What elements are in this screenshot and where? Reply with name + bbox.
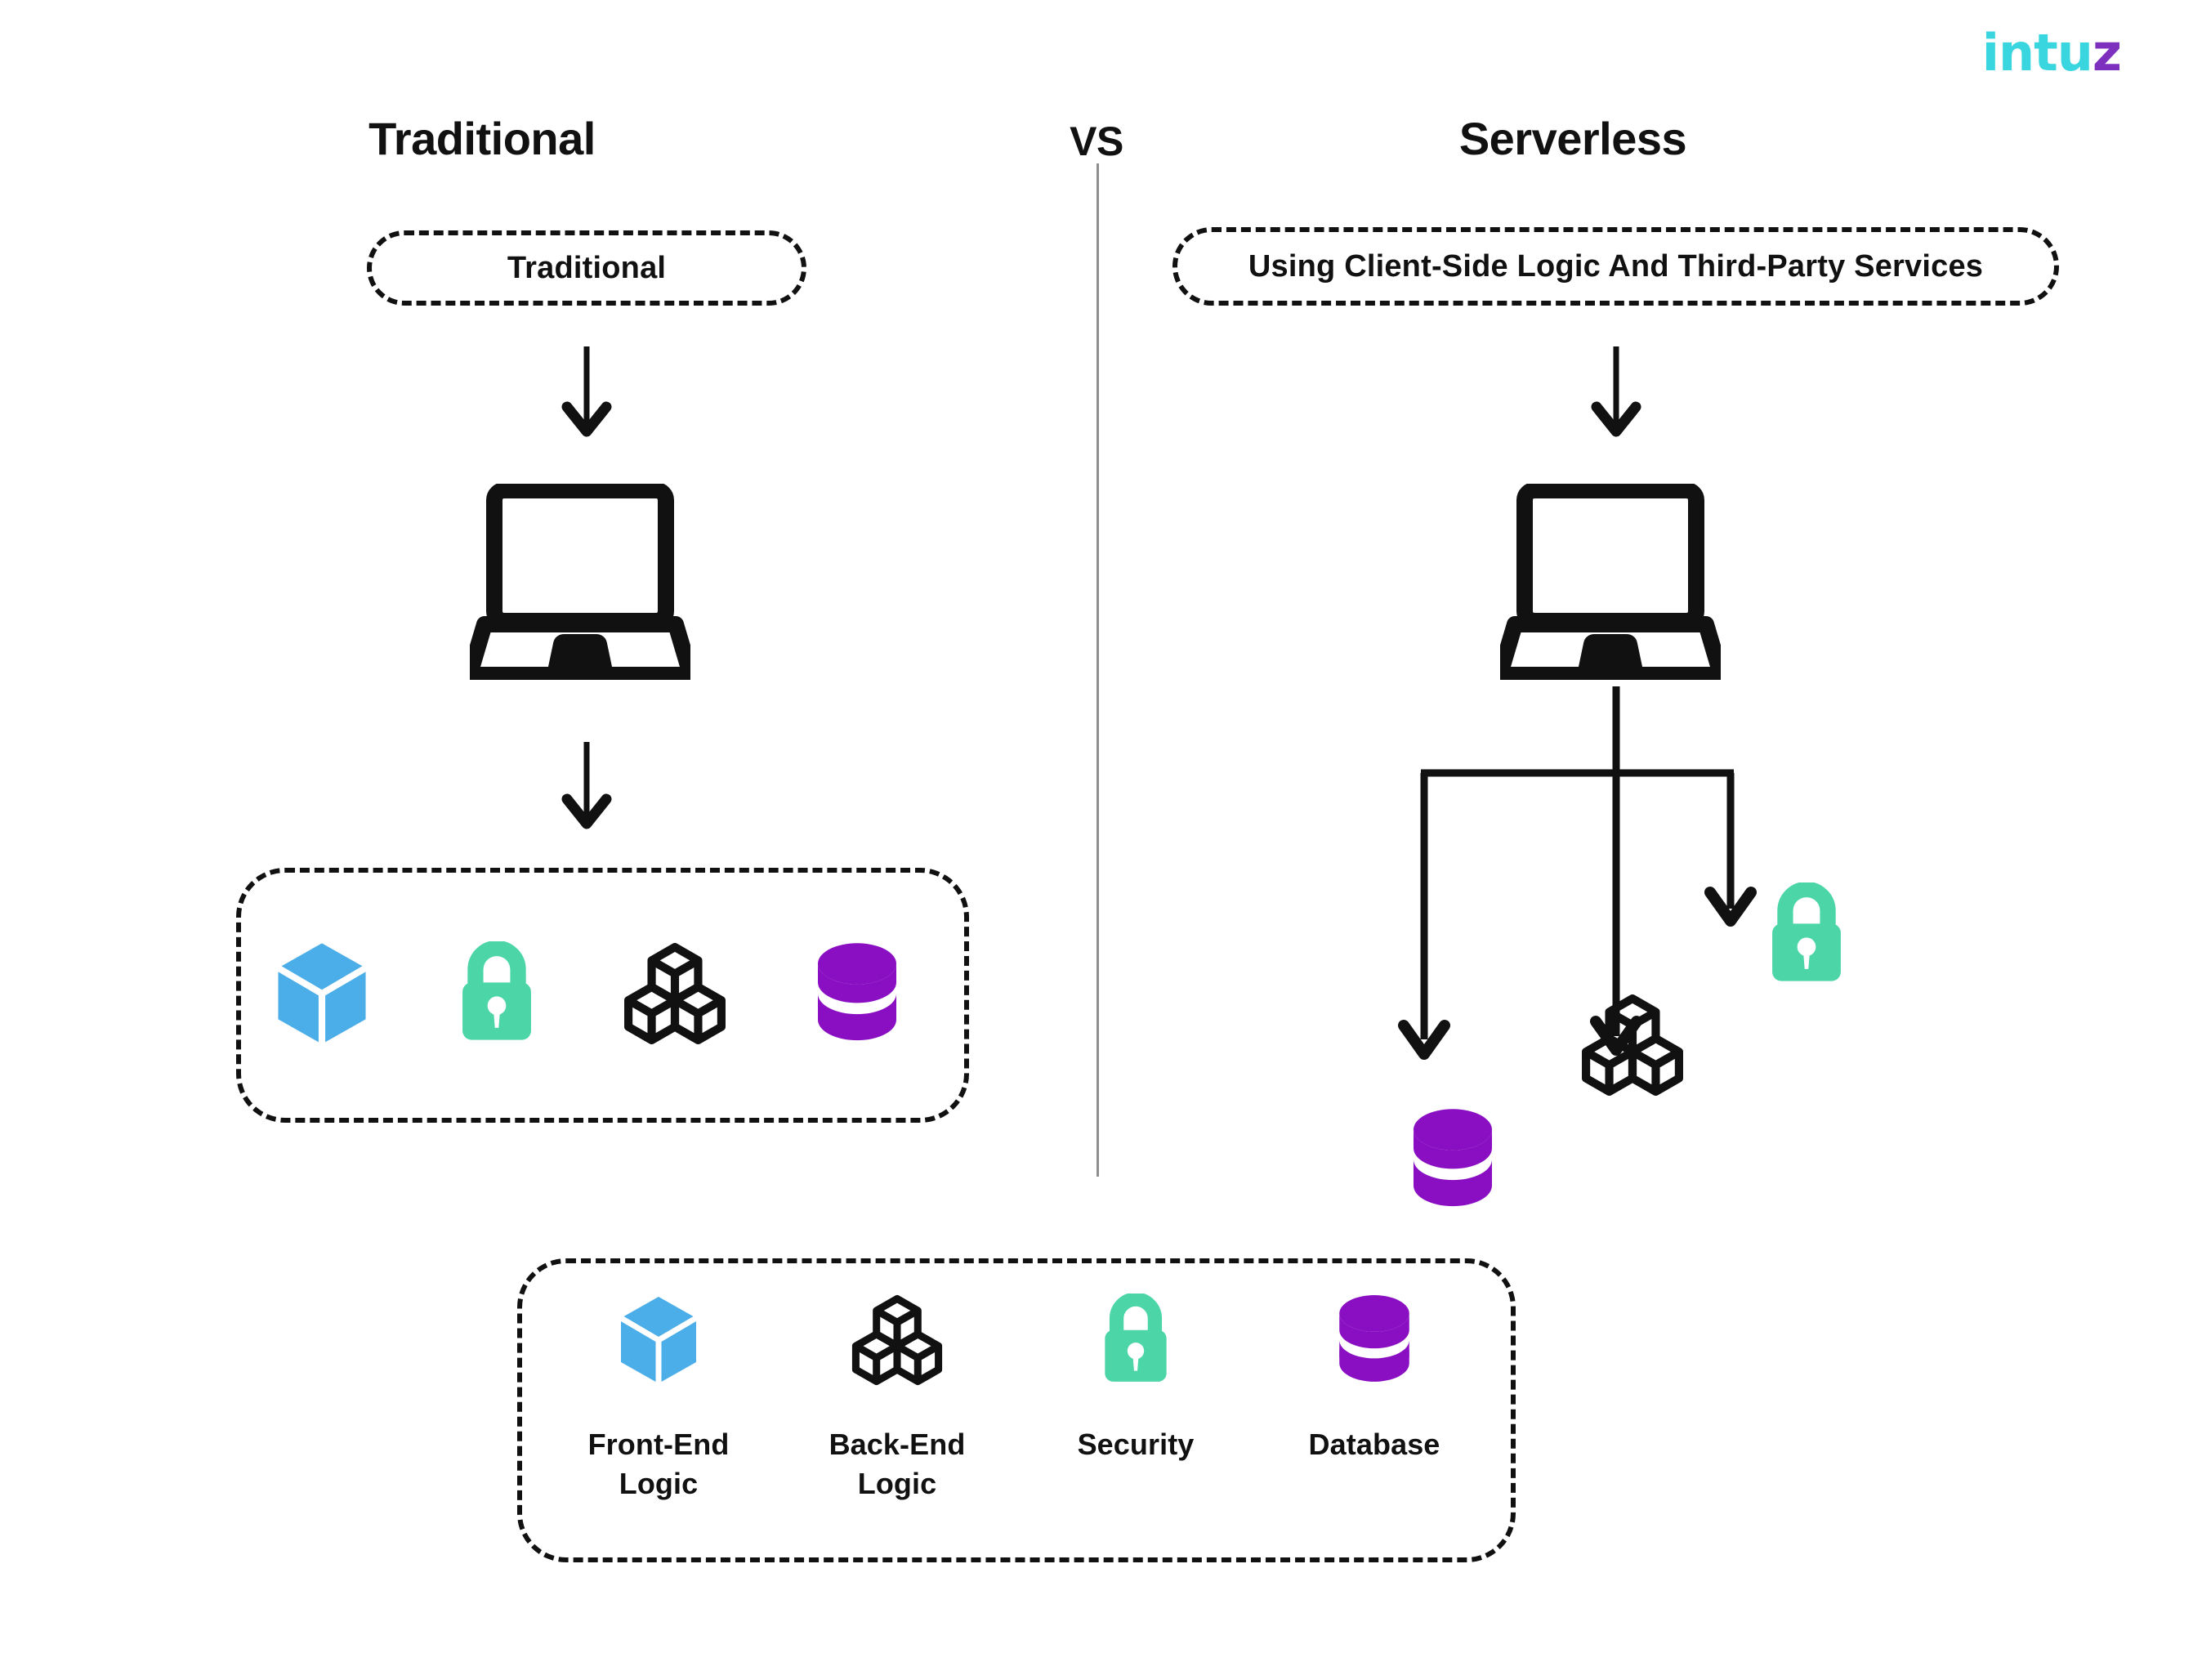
legend-label-database: Database bbox=[1308, 1428, 1440, 1461]
cube-icon bbox=[275, 943, 369, 1046]
traditional-stack-icons bbox=[274, 941, 927, 1046]
heading-serverless: Serverless bbox=[1458, 113, 1687, 164]
laptop-icon-traditional bbox=[462, 482, 698, 684]
boxes-icon bbox=[624, 943, 726, 1044]
pill-traditional-label: Traditional bbox=[507, 250, 667, 285]
pill-traditional: Traditional bbox=[367, 230, 806, 306]
legend-icon-security bbox=[1098, 1291, 1173, 1389]
laptop-icon-serverless bbox=[1493, 482, 1728, 684]
logo-text-tail: z bbox=[2092, 23, 2122, 83]
boxes-icon bbox=[851, 1294, 943, 1386]
arrowhead-database bbox=[1398, 1020, 1450, 1060]
intuz-logo: intuz bbox=[1982, 28, 2122, 78]
legend-label-front-end-logic: Front-End Logic bbox=[587, 1428, 730, 1500]
arrowhead-lock bbox=[1704, 887, 1757, 927]
heading-traditional: Traditional bbox=[368, 113, 596, 164]
lock-icon bbox=[462, 941, 531, 1040]
serverless-icon-database bbox=[1407, 1107, 1498, 1216]
icon-front-end-logic bbox=[274, 941, 370, 1046]
lock-icon bbox=[1772, 881, 1841, 981]
boxes-icon bbox=[1582, 994, 1683, 1096]
legend-icon-front-end-logic bbox=[618, 1291, 699, 1389]
legend-icon-database bbox=[1333, 1291, 1415, 1389]
traditional-stack-box bbox=[236, 868, 969, 1123]
logo-text-head: intu bbox=[1981, 23, 2093, 83]
pill-serverless: Using Client-Side Logic And Third-Party … bbox=[1172, 227, 2059, 306]
legend-items: Front-End Logic Back-End Logic bbox=[539, 1291, 1495, 1503]
column-divider bbox=[1096, 163, 1099, 1177]
icon-database bbox=[811, 941, 903, 1046]
legend-item-back-end-logic: Back-End Logic bbox=[778, 1291, 1016, 1503]
pill-serverless-label: Using Client-Side Logic And Third-Party … bbox=[1248, 248, 1984, 284]
arrow-pill-to-laptop-traditional bbox=[561, 346, 612, 437]
laptop-icon bbox=[1493, 482, 1728, 683]
cube-icon bbox=[618, 1297, 699, 1386]
legend-label-security: Security bbox=[1077, 1428, 1195, 1461]
heading-vs: VS bbox=[1070, 118, 1123, 164]
serverless-icon-security bbox=[1765, 881, 1848, 991]
database-icon bbox=[1414, 1109, 1492, 1207]
legend-item-database: Database bbox=[1255, 1291, 1494, 1464]
legend-item-security: Security bbox=[1016, 1291, 1255, 1464]
icon-security bbox=[455, 941, 538, 1046]
legend-item-front-end-logic: Front-End Logic bbox=[539, 1291, 778, 1503]
icon-back-end-logic bbox=[623, 941, 726, 1046]
arrow-laptop-to-stack-traditional bbox=[561, 742, 612, 829]
database-icon bbox=[818, 943, 896, 1041]
database-icon bbox=[1339, 1295, 1409, 1382]
legend-box bbox=[517, 1258, 1516, 1562]
branch-tree-serverless bbox=[1398, 686, 1757, 1060]
laptop-icon bbox=[462, 482, 698, 683]
serverless-icon-back-end-logic bbox=[1581, 993, 1684, 1101]
legend-icon-back-end-logic bbox=[851, 1291, 943, 1389]
arrow-pill-to-laptop-serverless bbox=[1591, 346, 1641, 437]
legend-label-back-end-logic: Back-End Logic bbox=[829, 1428, 966, 1500]
lock-icon bbox=[1105, 1294, 1167, 1382]
